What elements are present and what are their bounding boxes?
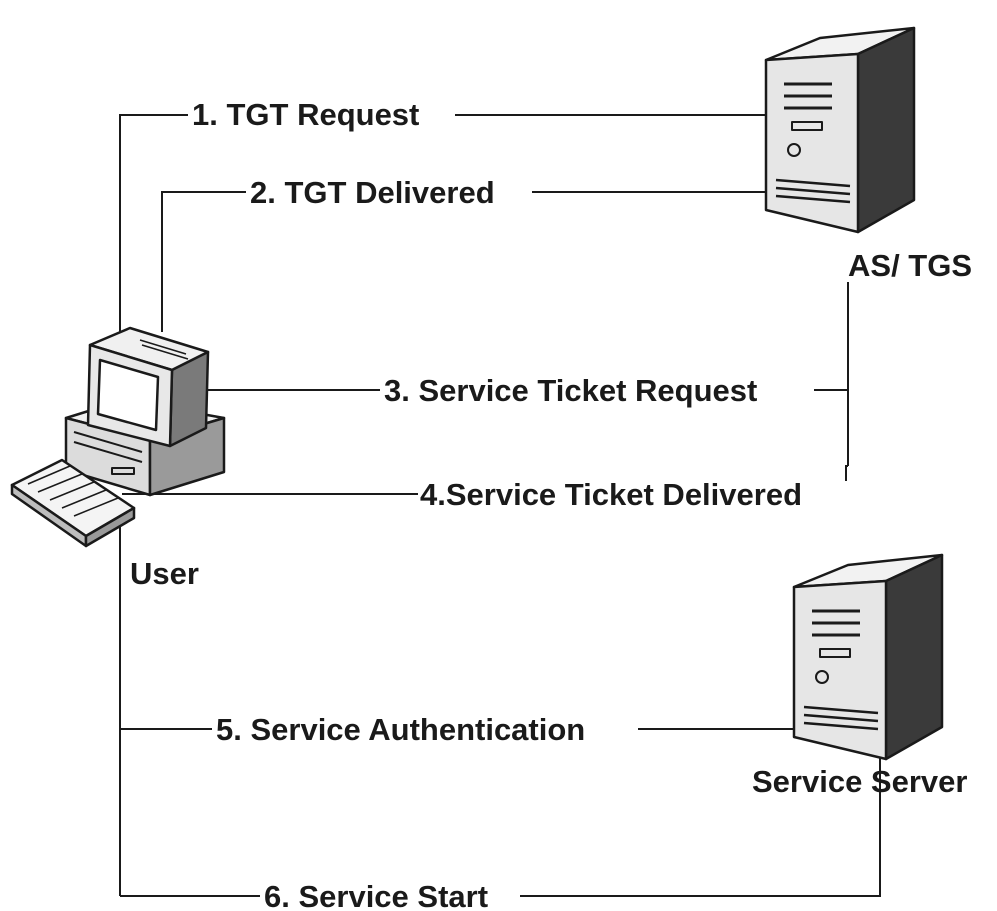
labels: 1. TGT Request 2. TGT Delivered 3. Servi…: [130, 97, 972, 911]
step-1-line: [119, 114, 188, 332]
step-1-label: 1. TGT Request: [192, 97, 419, 132]
connectors: [119, 114, 881, 897]
user-label: User: [130, 556, 199, 591]
step-3-label: 3. Service Ticket Request: [384, 373, 757, 408]
as-tgs-label: AS/ TGS: [848, 248, 972, 283]
step-5-label: 5. Service Authentication: [216, 712, 585, 747]
step-2-label: 2. TGT Delivered: [250, 175, 495, 210]
service-server-label: Service Server: [752, 764, 967, 799]
step-2-line: [161, 191, 246, 332]
step-4-label: 4.Service Ticket Delivered: [420, 477, 802, 512]
user-computer-icon: [10, 326, 226, 548]
step-4-line-right: [845, 465, 848, 481]
step-6-line-right: [520, 748, 881, 897]
step-6-label: 6. Service Start: [264, 879, 488, 911]
service-server-icon: [792, 553, 944, 761]
as-tgs-server-icon: [764, 26, 916, 234]
